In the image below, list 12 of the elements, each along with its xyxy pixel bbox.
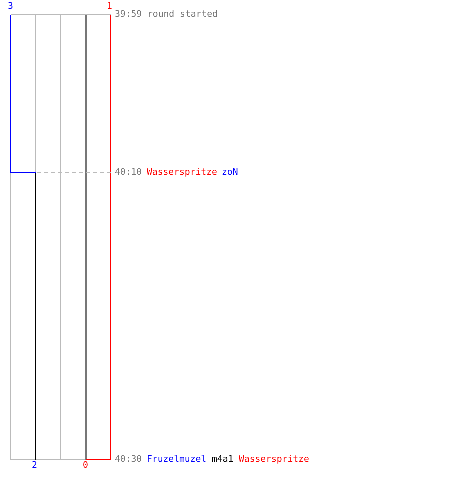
lane-count: 2 xyxy=(32,461,38,471)
player-name: zoN xyxy=(222,168,238,178)
event-text: 39:59 round started xyxy=(115,10,218,20)
player-name: Fruzelmuzel xyxy=(147,455,207,465)
player-name: Wasserspritze xyxy=(239,455,310,465)
player-name: Wasserspritze xyxy=(147,168,218,178)
lane-count: 3 xyxy=(8,2,14,12)
event-time: 40:30 xyxy=(115,455,142,465)
lane-count: 1 xyxy=(107,2,112,12)
weapon-name: m4a1 xyxy=(212,455,234,465)
lane-count: 0 xyxy=(83,461,88,471)
event-time: 40:10 xyxy=(115,168,142,178)
